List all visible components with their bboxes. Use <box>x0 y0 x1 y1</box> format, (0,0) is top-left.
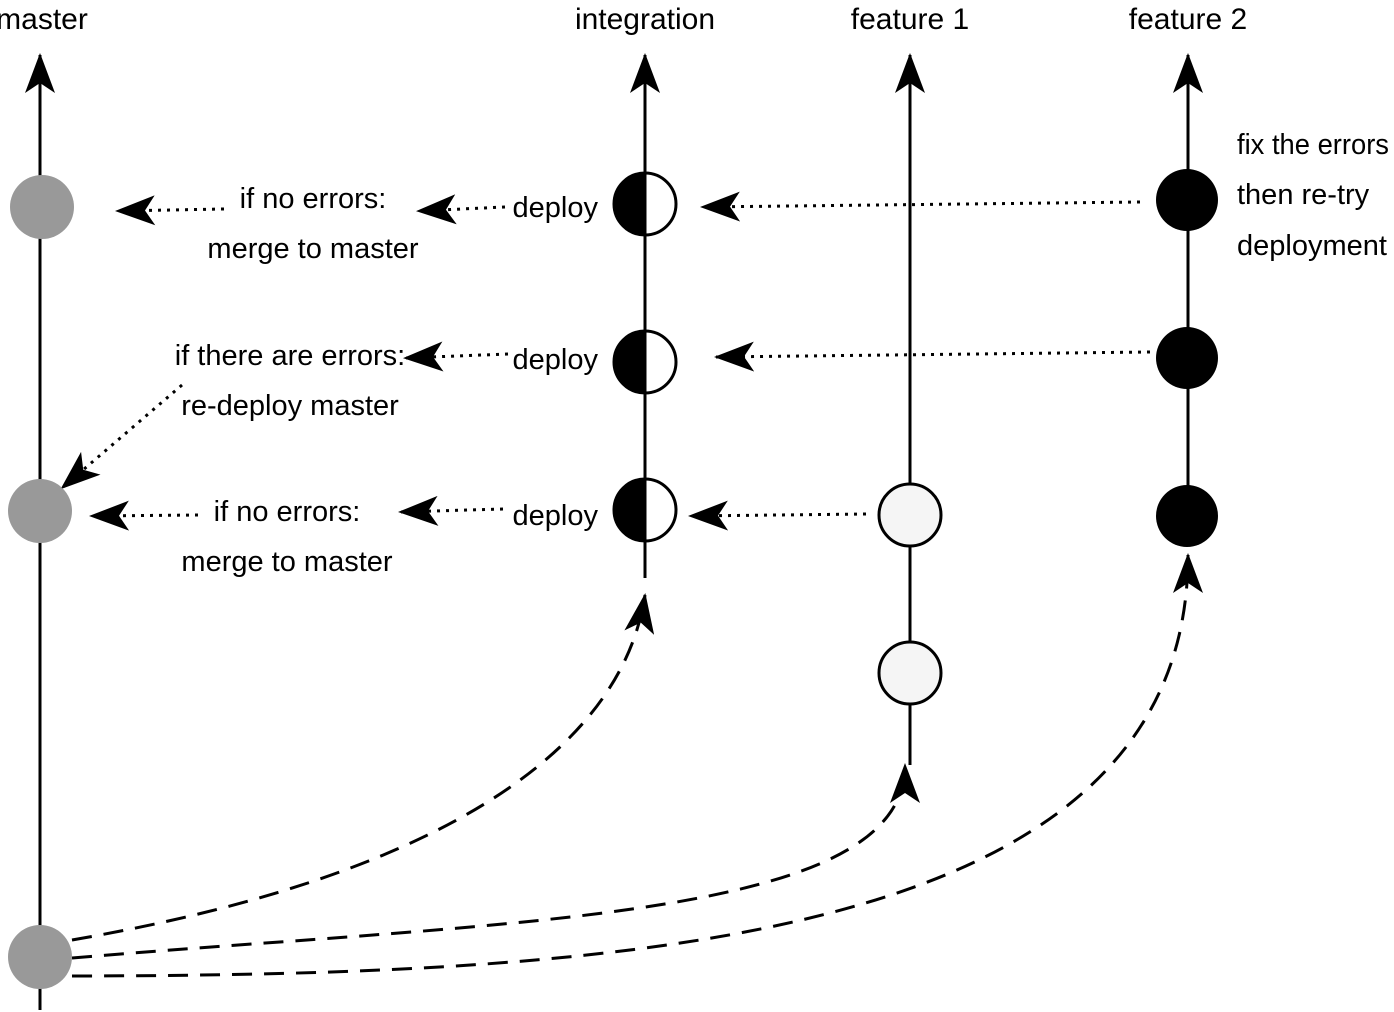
master-commit-top <box>10 175 74 239</box>
master-commit-mid <box>8 479 72 543</box>
fix-note-line-2: then re-try <box>1237 179 1370 211</box>
note-top-merge-line-1: if no errors: <box>240 183 387 215</box>
deploy-to-note-arrow-bottom <box>398 495 504 526</box>
branch-label-feature-1: feature 1 <box>851 3 969 36</box>
branch-off-integration-arrow <box>71 593 655 942</box>
deploy-label-bottom: deploy <box>513 500 599 532</box>
feature-2-to-integration-arrow-mid <box>714 341 1151 372</box>
merge-to-master-arrow-top <box>115 195 225 226</box>
feature-2-to-integration-arrow-top <box>700 191 1141 222</box>
deploy-to-note-arrow-top <box>416 194 506 225</box>
integration-deploy-commit-bottom <box>612 477 678 543</box>
branch-label-master: master <box>0 3 88 36</box>
master-commit-base <box>8 925 72 989</box>
feature-2-commit-bottom <box>1156 485 1218 547</box>
deploy-label-mid: deploy <box>513 344 599 376</box>
branch-off-feature-2-arrow <box>71 553 1203 978</box>
merge-to-master-arrow-bottom <box>89 500 199 531</box>
branch-label-feature-2: feature 2 <box>1129 3 1247 36</box>
note-errors-line-1: if there are errors: <box>175 340 405 372</box>
branch-label-integration: integration <box>575 3 715 36</box>
deploy-to-note-arrow-mid <box>403 341 509 372</box>
feature-2-commit-top <box>1156 169 1218 231</box>
feature-1-commit-top <box>877 482 943 548</box>
note-bottom-merge-line-1: if no errors: <box>214 496 361 528</box>
feature-2-commit-mid <box>1156 327 1218 389</box>
feature-1-commit-bottom <box>877 640 943 706</box>
note-top-merge-line-2: merge to master <box>207 233 418 265</box>
integration-deploy-commit-top <box>612 171 678 237</box>
note-errors-line-2: re-deploy master <box>181 390 399 422</box>
redeploy-master-arrow <box>60 383 183 490</box>
branch-off-feature-1-arrow <box>71 763 920 960</box>
feature-1-to-integration-arrow <box>688 500 867 531</box>
deploy-label-top: deploy <box>513 192 599 224</box>
fix-note-line-1: fix the errors <box>1237 129 1389 161</box>
integration-deploy-commit-mid <box>612 329 678 395</box>
note-bottom-merge-line-2: merge to master <box>181 546 392 578</box>
fix-note-line-3: deployment <box>1237 230 1387 262</box>
